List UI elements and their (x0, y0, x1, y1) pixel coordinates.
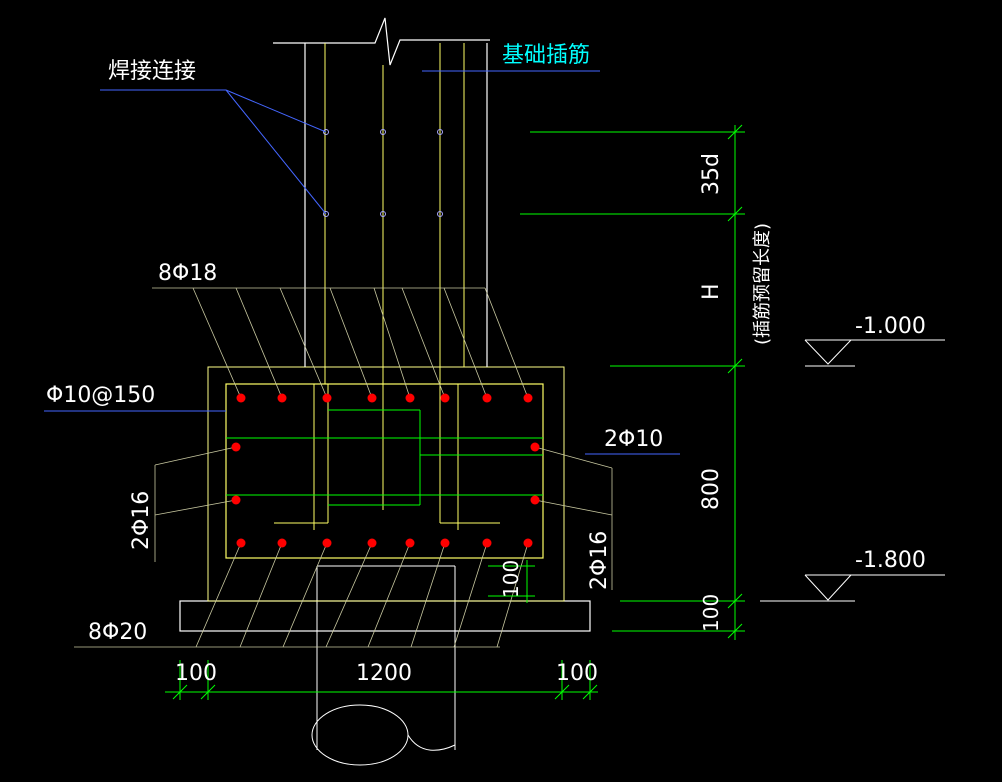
top-bars-label: 8Φ18 (158, 261, 217, 286)
elev-bottom-label: -1.800 (855, 548, 926, 573)
weld-points (323, 129, 443, 217)
dim-H-note: (插筋预留长度) (752, 223, 773, 345)
dimension-lines (165, 124, 745, 700)
dim-100-right: 100 (699, 594, 723, 632)
side-bars-right-label: 2Φ16 (587, 531, 612, 590)
elevation-markers (760, 339, 945, 602)
dim-35d: 35d (699, 153, 724, 195)
side-bars-right-top-label: 2Φ10 (604, 427, 663, 452)
rebar-dots (231, 393, 540, 548)
column (273, 17, 490, 367)
pile-cap-outline (207, 366, 565, 602)
dowel-label: 基础插筋 (502, 43, 590, 68)
dim-1200: 1200 (356, 661, 412, 686)
pile-cap-inner (225, 383, 544, 559)
dowel-bars (274, 43, 500, 530)
weld-label: 焊接连接 (108, 59, 196, 84)
side-bars-left-label: 2Φ16 (129, 491, 154, 550)
blue-leaders (44, 70, 680, 455)
dim-800: 800 (699, 468, 724, 510)
bottom-bars-label: 8Φ20 (88, 620, 147, 645)
elev-top-label: -1.000 (855, 314, 926, 339)
dim-100-bottom-right: 100 (556, 661, 598, 686)
pile (311, 565, 456, 766)
inner-stirrups (226, 409, 543, 506)
hatch-leaders (74, 287, 613, 648)
dim-H: H (699, 283, 724, 300)
stirrup-label: Φ10@150 (46, 383, 155, 408)
dim-100-inner: 100 (499, 560, 523, 598)
dim-100-left: 100 (175, 661, 217, 686)
